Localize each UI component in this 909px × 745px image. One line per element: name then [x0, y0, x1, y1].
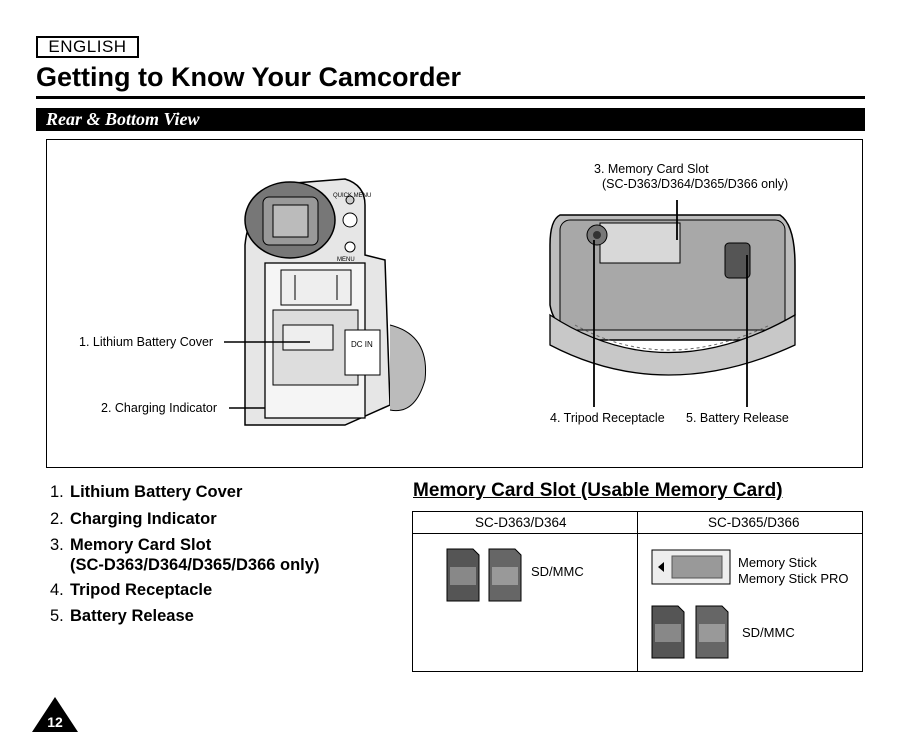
card-label-sd-mmc: SD/MMC [531, 564, 584, 579]
card-label-memory-stick-pro: Memory Stick PRO [738, 571, 849, 586]
sd-mmc-card-icons [651, 605, 729, 659]
figure-box [46, 139, 863, 468]
list-item: 4.Tripod Receptacle [50, 581, 213, 599]
camcorder-bottom-illustration [549, 214, 796, 376]
list-item: 3.Memory Card Slot [50, 536, 212, 554]
page-number: 12 [47, 714, 63, 730]
section-header: Rear & Bottom View [36, 108, 865, 131]
callout-battery-release: 5. Battery Release [686, 411, 789, 425]
callout-memory-card-slot: 3. Memory Card Slot [594, 162, 709, 176]
list-item: 1.Lithium Battery Cover [50, 483, 243, 501]
title-divider [36, 96, 865, 99]
card-label-sd-mmc: SD/MMC [742, 625, 795, 640]
page-title: Getting to Know Your Camcorder [36, 62, 462, 92]
table-column-divider [637, 511, 638, 672]
memory-stick-icon [651, 549, 731, 585]
column-header-d363-d364: SC-D363/D364 [475, 515, 567, 530]
dc-in-label: DC IN [351, 340, 373, 349]
memory-card-heading: Memory Card Slot (Usable Memory Card) [413, 480, 783, 501]
camcorder-rear-illustration: DC IN QUICK MENU MENU [244, 178, 427, 426]
sd-mmc-card-icons [446, 548, 522, 602]
section-title: Rear & Bottom View [46, 109, 200, 129]
list-item: 5.Battery Release [50, 607, 194, 625]
list-item: 2.Charging Indicator [50, 510, 217, 528]
callout-lithium-battery-cover: 1. Lithium Battery Cover [79, 335, 214, 349]
column-header-d365-d366: SC-D365/D366 [708, 515, 800, 530]
callout-memory-card-slot-models: (SC-D363/D364/D365/D366 only) [602, 177, 789, 191]
language-badge: ENGLISH [36, 36, 139, 58]
list-item: (SC-D363/D364/D365/D366 only) [70, 556, 320, 574]
quick-menu-label: QUICK MENU [333, 193, 371, 199]
callout-tripod-receptacle: 4. Tripod Receptacle [550, 411, 665, 425]
callout-charging-indicator: 2. Charging Indicator [101, 401, 218, 415]
page-number-badge: 12 [32, 697, 78, 732]
card-label-memory-stick: Memory Stick [738, 555, 817, 570]
menu-label: MENU [337, 257, 355, 263]
